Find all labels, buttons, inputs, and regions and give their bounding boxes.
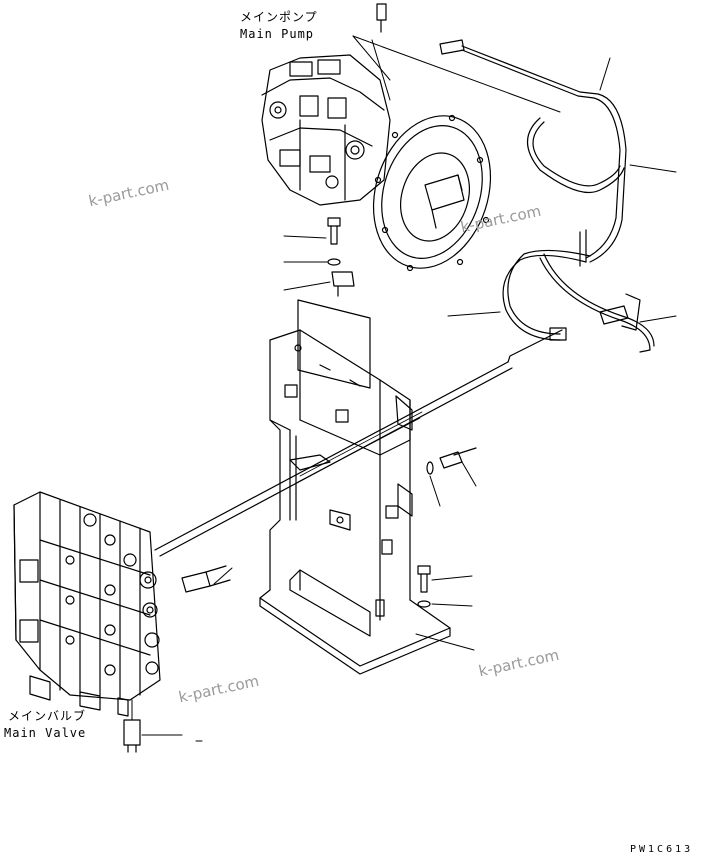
main-pump-label-jp: メインポンプ <box>240 10 318 24</box>
main-pump <box>261 3 492 272</box>
main-valve-label-jp: メインバルブ <box>8 709 87 723</box>
hose-bundle <box>461 45 655 363</box>
main-valve-label-en: Main Valve <box>4 726 87 740</box>
fasteners-upper <box>327 217 355 297</box>
main-valve <box>13 491 161 717</box>
bracket-stand <box>259 329 451 675</box>
figure-code: PW1C613 <box>630 844 694 855</box>
main-pump-label-en: Main Pump <box>240 27 315 41</box>
